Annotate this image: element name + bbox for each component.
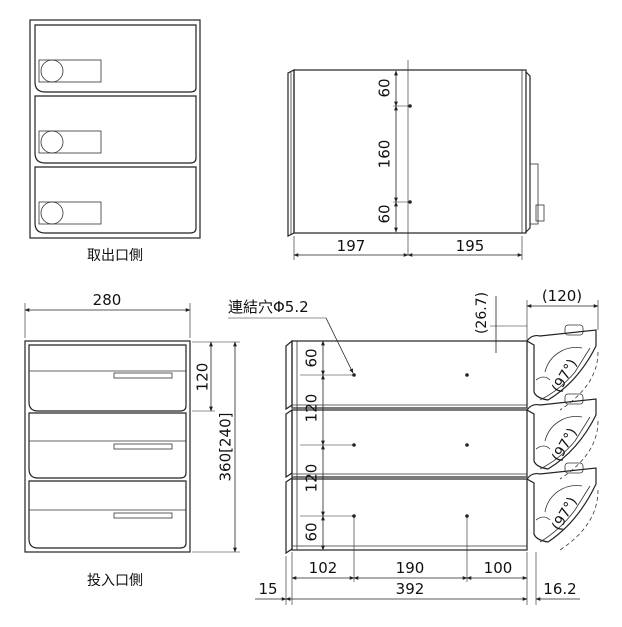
- inlet-housing: [24, 340, 191, 553]
- unit-3-body: [291, 478, 528, 551]
- side-dim-197: 197: [337, 237, 366, 255]
- unit-1-body: [291, 340, 528, 409]
- hole-callout-label: 連結穴Φ5.2: [228, 298, 309, 316]
- outlet-housing: [29, 19, 201, 239]
- inlet-view: 280 120 360[240] 投入口側: [24, 291, 240, 589]
- dim-190: 190: [396, 559, 425, 577]
- outlet-side-label: 取出口側: [87, 248, 143, 264]
- outlet-door-2: [34, 95, 197, 164]
- door-swing-2: (97°): [526, 393, 599, 480]
- hole-2-right: [465, 443, 469, 447]
- dim-60-b: 60: [303, 522, 321, 541]
- outlet-view: 取出口側: [29, 19, 201, 264]
- inlet-side-label: 投入口側: [87, 573, 143, 589]
- dim-102: 102: [309, 559, 338, 577]
- dim-16-2: 16.2: [543, 580, 576, 598]
- dim-100: 100: [484, 559, 513, 577]
- side-view: 60 160 60 197 195: [287, 60, 545, 260]
- stacked-side-view: (97°) (97°) (97°) 連結穴Φ5.2 (26.7): [228, 287, 599, 605]
- door-swing-3: (97°): [526, 462, 599, 551]
- dim-26-7: (26.7): [474, 292, 490, 334]
- dim-120-a: 120: [303, 394, 321, 423]
- inlet-door-3: [28, 480, 187, 549]
- dim-60-a: 60: [303, 348, 321, 367]
- dim-15: 15: [258, 580, 277, 598]
- side-dim-160: 160: [376, 140, 394, 169]
- outlet-door-3: [34, 166, 197, 234]
- dim-120-b: 120: [303, 464, 321, 493]
- dim-392: 392: [396, 580, 425, 598]
- outlet-door-1: [34, 24, 197, 93]
- side-dim-195: 195: [456, 237, 485, 255]
- door-swing-1: (97°): [526, 324, 599, 411]
- inlet-door-1: [28, 344, 187, 412]
- dim-120-top: (120): [542, 287, 582, 305]
- side-dim-60-top: 60: [376, 78, 394, 97]
- side-body: [293, 69, 527, 234]
- inlet-door-2: [28, 412, 187, 479]
- swing-angle-3: (97°): [549, 495, 581, 534]
- hole-1-right: [465, 373, 469, 377]
- side-dim-60-bottom: 60: [376, 204, 394, 223]
- unit-2-body: [291, 409, 528, 478]
- inlet-dim-360: 360[240]: [217, 413, 235, 482]
- inlet-dim-280: 280: [93, 291, 122, 309]
- inlet-dim-120: 120: [194, 363, 212, 392]
